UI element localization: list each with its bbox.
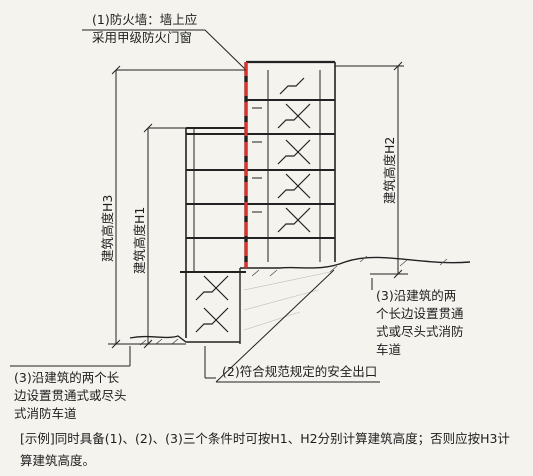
- fire-road-right-line3: 式或尽头式消防: [376, 324, 464, 339]
- dimension-h3-label: 建筑高度H3: [100, 195, 115, 262]
- fire-road-right-line1: (3)沿建筑的两: [376, 288, 456, 303]
- fire-road-left-line1: (3)沿建筑的两个长: [14, 370, 120, 385]
- dimension-h1-label: 建筑高度H1: [132, 207, 147, 274]
- fire-road-right-line2: 个长边设置贯通: [376, 306, 464, 321]
- firewall-label-leader: [204, 29, 247, 71]
- podium-stairs: [195, 275, 229, 333]
- fire-road-right-line4: 车道: [376, 342, 402, 357]
- podium-block: [180, 127, 246, 338]
- tower-stairs: [277, 77, 311, 233]
- dimension-h3: [108, 65, 246, 349]
- firewall-label: (1)防火墙：墙上应 采用甲级防火门窗: [82, 12, 247, 71]
- firewall-label-line2: 采用甲级防火门窗: [92, 30, 192, 45]
- fire-road-left-line2: 边设置贯通式或尽头: [14, 388, 127, 403]
- fire-road-label-left: (3)沿建筑的两个长 边设置贯通式或尽头 式消防车道: [10, 346, 131, 421]
- dimension-h2: [335, 61, 408, 279]
- caption-line1: [示例]同时具备(1)、(2)、(3)三个条件时可按H1、H2分别计算建筑高度；…: [20, 431, 510, 446]
- dimension-h1: [143, 123, 186, 349]
- caption-line2: 算建筑高度。: [20, 453, 96, 468]
- fire-road-label-right: (3)沿建筑的两 个长边设置贯通 式或尽头式消防 车道: [371, 278, 464, 357]
- example-caption: [示例]同时具备(1)、(2)、(3)三个条件时可按H1、H2分别计算建筑高度；…: [20, 428, 520, 472]
- tower-block: [186, 60, 336, 268]
- safe-exit-label: (2)符合规范规定的安全出口: [204, 269, 380, 383]
- safe-exit-text: (2)符合规范规定的安全出口: [222, 364, 377, 379]
- upper-ground: [239, 255, 471, 344]
- firewall-label-line1: (1)防火墙：墙上应: [92, 12, 197, 27]
- tower-floor-slabs: [186, 99, 335, 239]
- dimension-h2-label: 建筑高度H2: [382, 137, 397, 204]
- fire-road-left-line3: 式消防车道: [14, 406, 77, 421]
